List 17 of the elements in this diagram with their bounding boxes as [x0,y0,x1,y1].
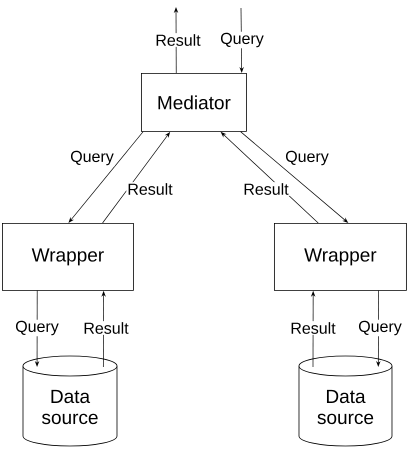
process-box: Wrapper [2,223,134,291]
edge-label: Result [242,182,290,196]
edge-label: Query [69,150,115,166]
database-cylinder: Data source [22,356,118,446]
process-box: Mediator [141,73,247,132]
edge-label: Query [14,320,60,336]
edge-label: Result [154,33,202,47]
edge-label: Result [289,321,337,335]
node-label: Data source [318,390,374,424]
database-cylinder: Data source [298,356,392,446]
edge-label: Result [82,321,130,335]
edge-label: Query [357,320,403,336]
process-box: Wrapper [274,223,407,291]
edge-label: Query [219,32,265,48]
node-label: Data source [42,390,98,424]
edge-label: Result [126,182,174,196]
edge-label: Query [284,150,330,166]
